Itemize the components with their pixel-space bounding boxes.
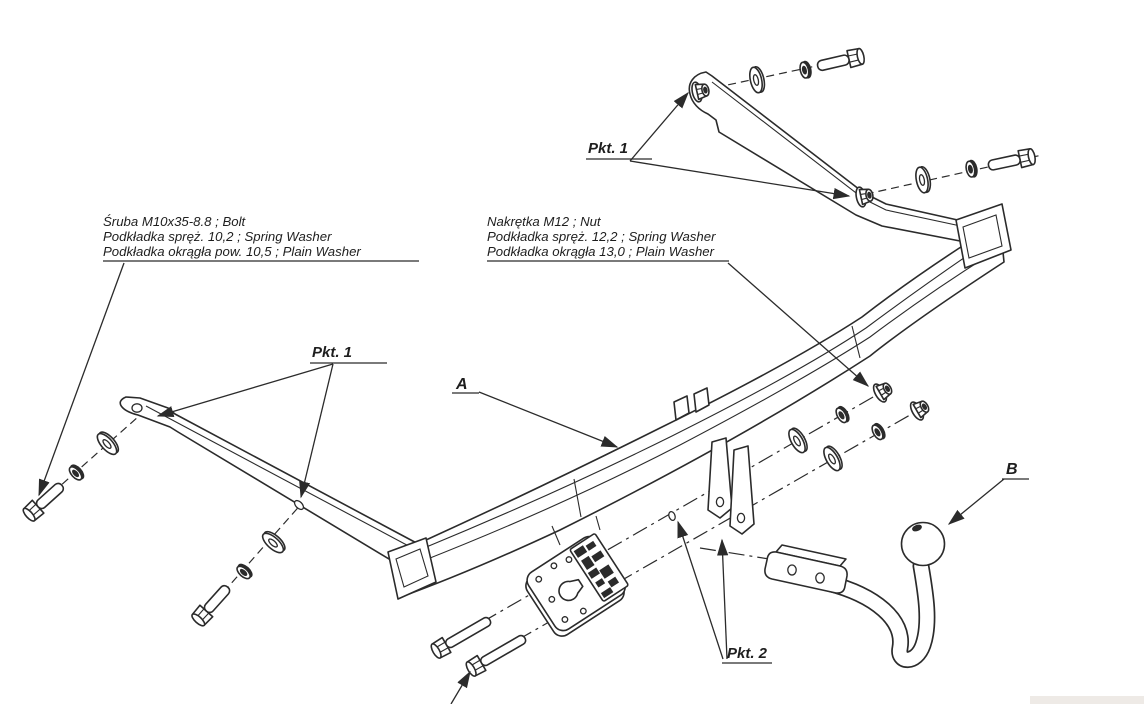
crossbar-seam <box>573 478 582 518</box>
info-sticker <box>569 533 629 602</box>
spring-washer <box>832 403 853 426</box>
plain-washer <box>258 527 289 557</box>
ball-mount-block <box>764 544 848 594</box>
leader-pkt1-left-b <box>299 363 334 499</box>
leader-nut-note <box>727 262 870 387</box>
crossbar <box>387 203 1012 600</box>
leader-bolt-note <box>38 262 125 497</box>
nut-note-line3: Podkładka okrągła 13,0 ; Plain Washer <box>487 244 715 259</box>
nut-note: Nakrętka M12 ; Nut Podkładka spręż. 12,2… <box>487 214 729 262</box>
plain-washer <box>913 164 934 195</box>
crossbar-tab <box>693 387 710 413</box>
bolt-m10 <box>814 46 867 76</box>
crossbar-bend-seam <box>851 325 861 359</box>
svg-text:Pkt. 2: Pkt. 2 <box>727 645 768 662</box>
socket-plate <box>525 533 629 637</box>
bolt-note-line3: Podkładka okrągła pow. 10,5 ; Plain Wash… <box>103 244 361 259</box>
ball-neck <box>821 559 934 667</box>
spring-washer <box>963 158 980 180</box>
bolt-m10 <box>188 580 235 629</box>
bracket-hole <box>715 496 725 508</box>
pkt2-label: Pkt. 2 <box>722 645 772 664</box>
pkt1-label-left: Pkt. 1 <box>310 344 387 364</box>
leader-pkt1-top-a <box>629 91 689 162</box>
block-hole <box>815 572 825 584</box>
arm-end-hole <box>131 403 143 413</box>
part-a-label: A <box>452 376 479 394</box>
nut-m12 <box>870 377 897 405</box>
plate-bracket-edges <box>551 515 601 546</box>
nut-note-line1: Nakrętka M12 ; Nut <box>487 214 602 229</box>
axis-left-arm-rear <box>205 501 304 613</box>
nut-note-line2: Podkładka spręż. 12,2 ; Spring Washer <box>487 229 716 244</box>
crossbar-right-end <box>955 203 1012 269</box>
plain-washer <box>746 64 768 95</box>
leader-part-b <box>947 478 1005 525</box>
svg-text:A: A <box>455 376 468 393</box>
svg-text:Pkt. 1: Pkt. 1 <box>312 344 352 361</box>
crossbar-mount-hole <box>668 510 676 522</box>
leader-pkt1-top-b <box>629 160 851 200</box>
spring-washer <box>233 560 256 583</box>
leader-bottom-cutoff <box>450 670 471 704</box>
leader-pkt1-left-a <box>156 363 334 417</box>
bolt-note-line2: Podkładka spręż. 10,2 ; Spring Washer <box>103 229 332 244</box>
leader-part-a <box>478 391 619 448</box>
plain-washer <box>93 428 123 459</box>
svg-text:Pkt. 1: Pkt. 1 <box>588 140 628 157</box>
crossbar-tab <box>673 395 690 421</box>
socket-keyhole-cutout <box>558 578 584 602</box>
spring-washer <box>868 420 889 443</box>
annotations: Śruba M10x35-8.8 ; Bolt Podkładka spręż.… <box>103 140 1029 664</box>
axis-bracket-block <box>699 547 789 563</box>
watermark-fragment <box>1030 696 1144 704</box>
mount-bracket <box>707 437 755 535</box>
bolt-m12 <box>463 629 530 679</box>
leader-pkt2-a <box>677 520 724 660</box>
bracket-hole <box>736 512 746 524</box>
plain-washer <box>784 424 812 456</box>
ball-top-mark <box>912 524 922 532</box>
side-arm-right <box>688 71 990 247</box>
arm-slot-hole <box>293 499 305 511</box>
block-hole <box>787 564 797 576</box>
part-b-label: B <box>1002 461 1029 480</box>
bolt-m10 <box>20 478 69 525</box>
nut-m12 <box>907 395 934 423</box>
tow-ball-assembly <box>764 521 946 668</box>
svg-text:B: B <box>1006 461 1018 478</box>
bolt-note-line1: Śruba M10x35-8.8 ; Bolt <box>103 214 247 229</box>
tow-ball <box>900 521 946 567</box>
leader-lines <box>38 91 1005 704</box>
bolt-m10 <box>986 146 1038 176</box>
crossbar-left-end <box>387 537 437 600</box>
leader-pkt2-b <box>717 538 729 660</box>
plain-washer <box>819 442 847 474</box>
bolt-note: Śruba M10x35-8.8 ; Bolt Podkładka spręż.… <box>103 214 419 262</box>
spring-washer <box>797 59 814 81</box>
pkt1-label-top: Pkt. 1 <box>586 140 652 160</box>
bolt-m12 <box>428 611 495 661</box>
